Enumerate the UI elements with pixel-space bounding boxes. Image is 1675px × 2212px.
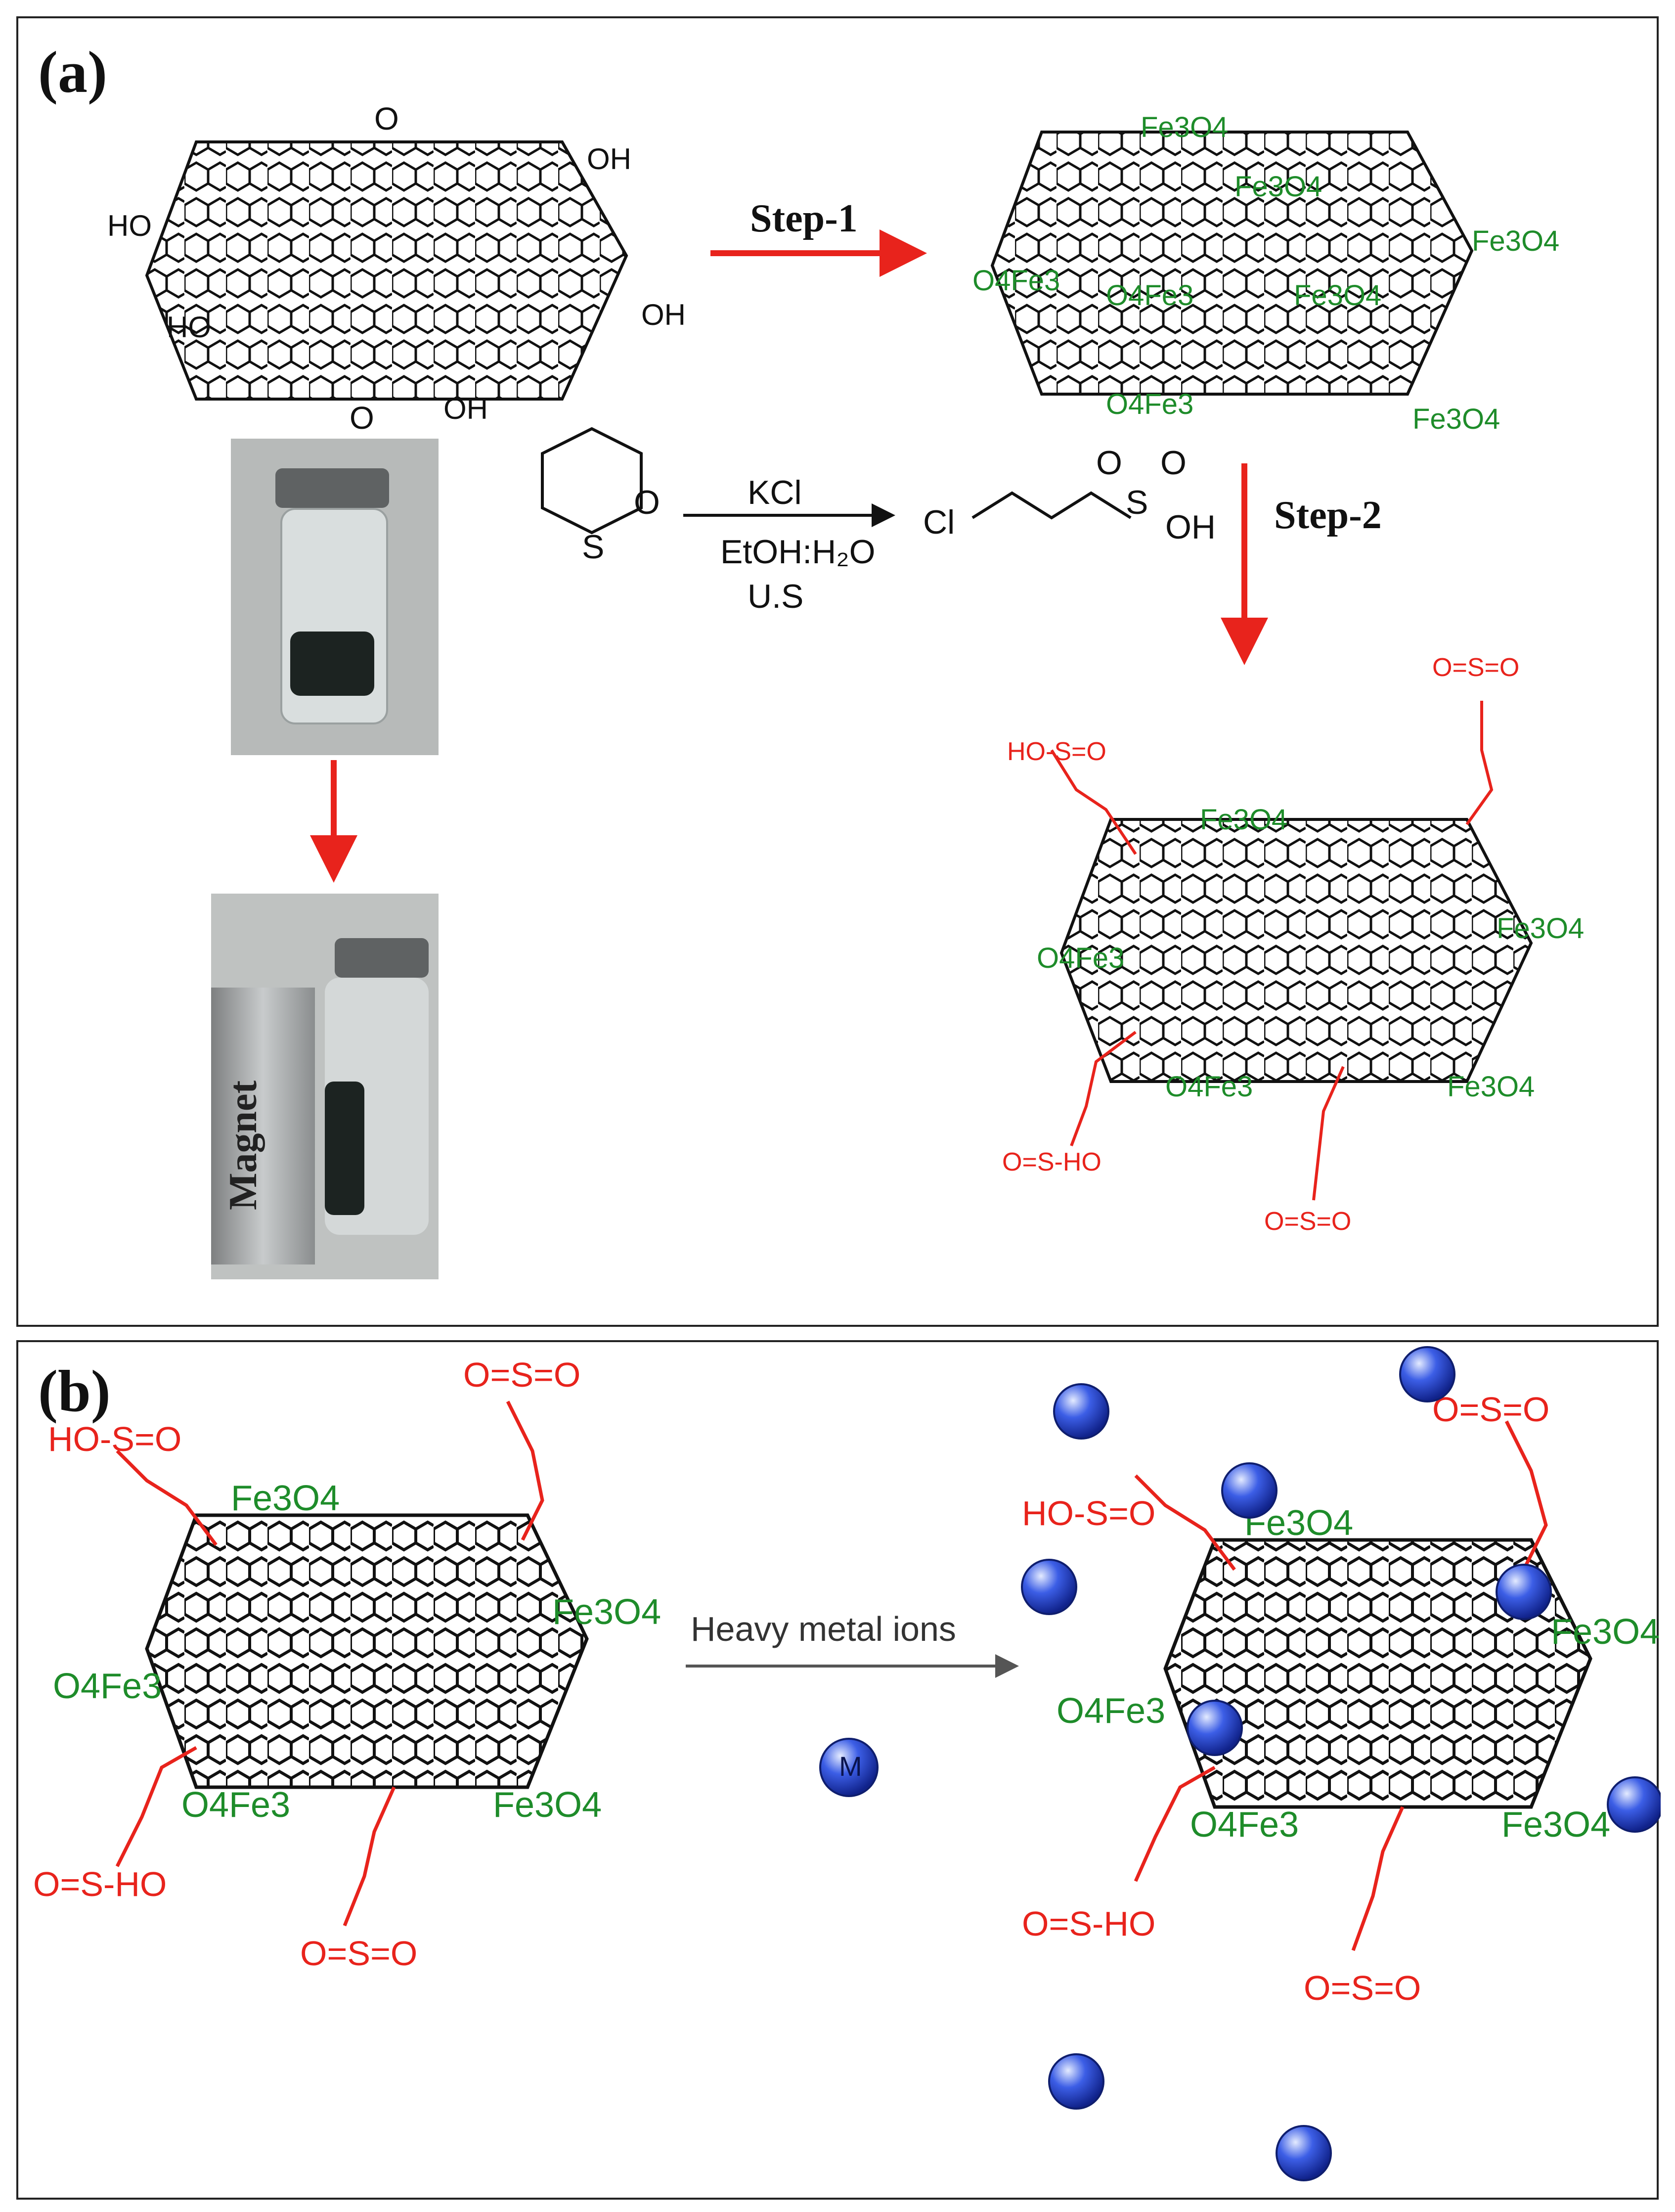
- graphene-oxide-structure: O OH HO HO OH OH O: [107, 101, 686, 436]
- sultone-structure: [541, 427, 643, 535]
- svg-text:Fe3O4: Fe3O4: [1234, 171, 1322, 203]
- svg-text:HO: HO: [167, 311, 211, 344]
- sultone-ring-oxygen: O: [634, 484, 660, 521]
- attracted-powder: [325, 1082, 364, 1215]
- svg-text:HO-S=O: HO-S=O: [1007, 737, 1106, 766]
- metal-ion-icon: [819, 1738, 879, 1797]
- metal-ion-1: [1053, 1383, 1109, 1440]
- metal-ion-8: [1048, 2053, 1104, 2110]
- svg-text:O=S=O: O=S=O: [1304, 1969, 1421, 2007]
- reagent-solvent: EtOH:H₂O: [720, 533, 876, 571]
- heavy-metal-label: Heavy metal ions: [691, 1610, 956, 1648]
- sultone-sulfur: S: [582, 528, 605, 566]
- panel-a-label: (a): [38, 39, 107, 105]
- svg-text:O4Fe3: O4Fe3: [1165, 1071, 1253, 1103]
- svg-text:O4Fe3: O4Fe3: [181, 1785, 290, 1825]
- magnet-block: [211, 988, 315, 1264]
- svg-text:Fe3O4: Fe3O4: [1497, 912, 1584, 945]
- svg-text:O=S=O: O=S=O: [1432, 1390, 1549, 1429]
- adsorbent-before: HO-S=O O=S=O O=S-HO O=S=O Fe3O4 Fe3O4 O4…: [33, 1355, 661, 1973]
- svg-text:Fe3O4: Fe3O4: [552, 1592, 661, 1632]
- vial-photo: [231, 439, 439, 755]
- svg-text:O=S-HO: O=S-HO: [1022, 1904, 1155, 1943]
- svg-text:O=S=O: O=S=O: [300, 1934, 417, 1973]
- panel-b-drawing: HO-S=O O=S=O O=S-HO O=S=O Fe3O4 Fe3O4 O4…: [33, 1346, 1661, 2181]
- adsorbed-metal-ions: [1021, 1346, 1661, 2181]
- svg-text:O=S=O: O=S=O: [1432, 653, 1519, 682]
- metal-ion-5: [1496, 1564, 1552, 1620]
- product-oxygen-1: O: [1096, 444, 1122, 482]
- svg-text:O: O: [350, 400, 374, 436]
- product-chlorine: Cl: [923, 503, 955, 541]
- sulfonated-product-structure: HO-S=O O=S=O O=S-HO O=S=O Fe3O4 Fe3O4 O4…: [1002, 653, 1584, 1236]
- svg-text:OH: OH: [587, 142, 631, 176]
- svg-text:Fe3O4: Fe3O4: [493, 1785, 602, 1825]
- panel-a-drawing: O OH HO HO OH OH O Fe3O4 Fe3O4 Fe3O4 O4F…: [107, 101, 1584, 1236]
- svg-text:O4Fe3: O4Fe3: [1106, 279, 1193, 312]
- panel-b: (b) HO-S=O O=S=O O=S-HO O=S=O: [16, 1340, 1661, 2200]
- svg-text:HO-S=O: HO-S=O: [1022, 1494, 1155, 1533]
- magnet-label: Magnet: [221, 1080, 265, 1210]
- product-sulfur: S: [1126, 484, 1148, 521]
- svg-text:Fe3O4: Fe3O4: [1551, 1612, 1660, 1652]
- svg-text:O=S-HO: O=S-HO: [1002, 1148, 1102, 1176]
- svg-text:O4Fe3: O4Fe3: [53, 1667, 162, 1706]
- svg-text:O=S-HO: O=S-HO: [33, 1865, 167, 1903]
- vial-cap: [275, 468, 389, 508]
- svg-text:Fe3O4: Fe3O4: [1412, 403, 1500, 435]
- svg-text:O: O: [374, 101, 399, 136]
- svg-text:Fe3O4: Fe3O4: [1294, 279, 1381, 312]
- metal-ion-7: [1607, 1776, 1661, 1833]
- reagent-kcl: KCl: [748, 474, 802, 511]
- svg-text:O4Fe3: O4Fe3: [1057, 1691, 1165, 1731]
- vial-black-powder: [290, 632, 374, 696]
- panel-a: (a) O OH HO HO OH OH: [16, 16, 1659, 1327]
- svg-text:OH: OH: [443, 392, 488, 425]
- step1-label: Step-1: [750, 197, 858, 240]
- vial-cap-2: [335, 938, 429, 978]
- step2-label: Step-2: [1274, 494, 1382, 537]
- svg-text:O4Fe3: O4Fe3: [972, 265, 1060, 297]
- svg-text:Fe3O4: Fe3O4: [1447, 1071, 1535, 1103]
- svg-text:O4Fe3: O4Fe3: [1106, 388, 1193, 420]
- svg-text:OH: OH: [641, 298, 686, 331]
- chloro-chain-bonds: [971, 491, 1132, 520]
- metal-ion-9: [1276, 2125, 1332, 2181]
- product-hydroxyl: OH: [1165, 508, 1216, 546]
- magnet-photo: Magnet: [211, 894, 439, 1279]
- svg-text:Fe3O4: Fe3O4: [1472, 225, 1559, 257]
- metal-ion-2: [1399, 1346, 1455, 1402]
- metal-ion-symbol: M: [839, 1751, 862, 1782]
- svg-text:O4Fe3: O4Fe3: [1037, 942, 1124, 974]
- svg-text:HO-S=O: HO-S=O: [48, 1420, 181, 1458]
- svg-text:HO: HO: [107, 209, 152, 242]
- svg-text:O4Fe3: O4Fe3: [1190, 1805, 1299, 1845]
- reagent-condition: U.S: [748, 578, 804, 615]
- svg-text:Fe3O4: Fe3O4: [1200, 804, 1287, 836]
- svg-text:Fe3O4: Fe3O4: [231, 1479, 340, 1518]
- svg-text:Fe3O4: Fe3O4: [1141, 111, 1228, 143]
- svg-text:Fe3O4: Fe3O4: [1501, 1805, 1610, 1845]
- product-oxygen-2: O: [1160, 444, 1187, 482]
- metal-ion-4: [1021, 1559, 1077, 1615]
- adsorbent-after: HO-S=O O=S=O O=S-HO O=S=O Fe3O4 Fe3O4 O4…: [1022, 1390, 1660, 2007]
- metal-ion-6: [1187, 1700, 1243, 1756]
- svg-text:O=S=O: O=S=O: [463, 1355, 580, 1394]
- metal-ion-3: [1221, 1462, 1278, 1519]
- panel-b-label: (b): [38, 1358, 111, 1424]
- fe3o4-graphene-structure: Fe3O4 Fe3O4 Fe3O4 O4Fe3 O4Fe3 Fe3O4 O4Fe…: [972, 111, 1559, 435]
- svg-text:O=S=O: O=S=O: [1264, 1207, 1351, 1236]
